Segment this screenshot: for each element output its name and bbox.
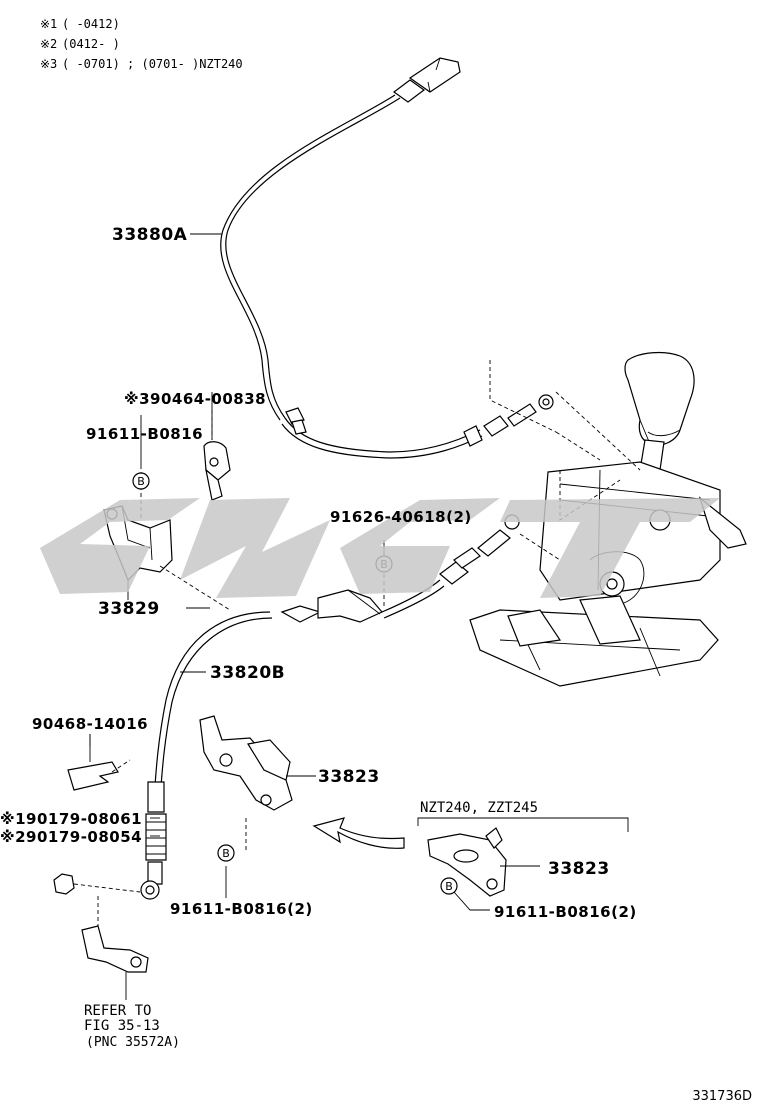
bracket-33823-main-drawing	[199, 715, 316, 852]
note-2-mark: ※2	[40, 37, 57, 51]
bubble-b-lower: B	[217, 844, 235, 862]
refer-to-line-1: REFER TO	[84, 1003, 151, 1019]
refer-to-line-2: FIG 35-13	[84, 1018, 160, 1034]
callout-bubbles: B B B B	[132, 472, 458, 895]
note-3-mark: ※3	[40, 57, 57, 71]
note-1-mark: ※1	[40, 17, 57, 31]
note-2-text: (0412- )	[62, 37, 120, 51]
clip-90468-drawing	[67, 734, 131, 791]
label-91611-b0816-main: 91611-B0816(2)	[170, 900, 313, 918]
svg-text:B: B	[137, 475, 145, 488]
drawing-code: 331736D	[692, 1089, 752, 1104]
svg-text:B: B	[445, 880, 453, 893]
bubble-b-variant: B	[440, 877, 458, 895]
note-1-text: ( -0412)	[62, 17, 120, 31]
svg-text:B: B	[222, 847, 230, 860]
label-33823-main: 33823	[318, 767, 380, 787]
watermark-logo	[40, 498, 720, 598]
nut-and-link-drawing	[53, 873, 149, 1000]
variant-arrow-icon	[312, 817, 405, 849]
variant-bracket-drawing	[417, 817, 629, 911]
label-90464-00838: ※390464-00838	[124, 390, 266, 408]
cable-33820b-drawing	[140, 514, 561, 900]
refer-to-line-3: (PNC 35572A)	[86, 1035, 180, 1050]
applicability-notes: ※1 ( -0412) ※2 (0412- ) ※3 ( -0701) ; (0…	[40, 17, 243, 71]
label-91626-40618: 91626-40618(2)	[330, 508, 472, 526]
note-3-text: ( -0701) ; (0701- )NZT240	[62, 57, 243, 71]
label-91611-b0816-top: 91611-B0816	[86, 425, 203, 443]
label-33820b: 33820B	[210, 663, 285, 683]
label-90179-08061: ※190179-08061	[0, 810, 142, 828]
label-90468-14016: 90468-14016	[32, 715, 148, 733]
label-33823-variant: 33823	[548, 859, 610, 879]
bubble-b-top-left: B	[132, 472, 150, 490]
part-labels: 33880A ※390464-00838 91611-B0816 91626-4…	[0, 225, 752, 1104]
label-90179-08054: ※290179-08054	[0, 828, 142, 846]
leader-lines	[89, 233, 227, 898]
label-33829: 33829	[98, 599, 160, 619]
label-variant-header: NZT240, ZZT245	[420, 800, 538, 816]
label-91611-b0816-variant: 91611-B0816(2)	[494, 903, 637, 921]
cable-33880a-drawing	[220, 57, 554, 459]
clip-90464-drawing	[203, 392, 231, 501]
label-33880a: 33880A	[112, 225, 188, 245]
